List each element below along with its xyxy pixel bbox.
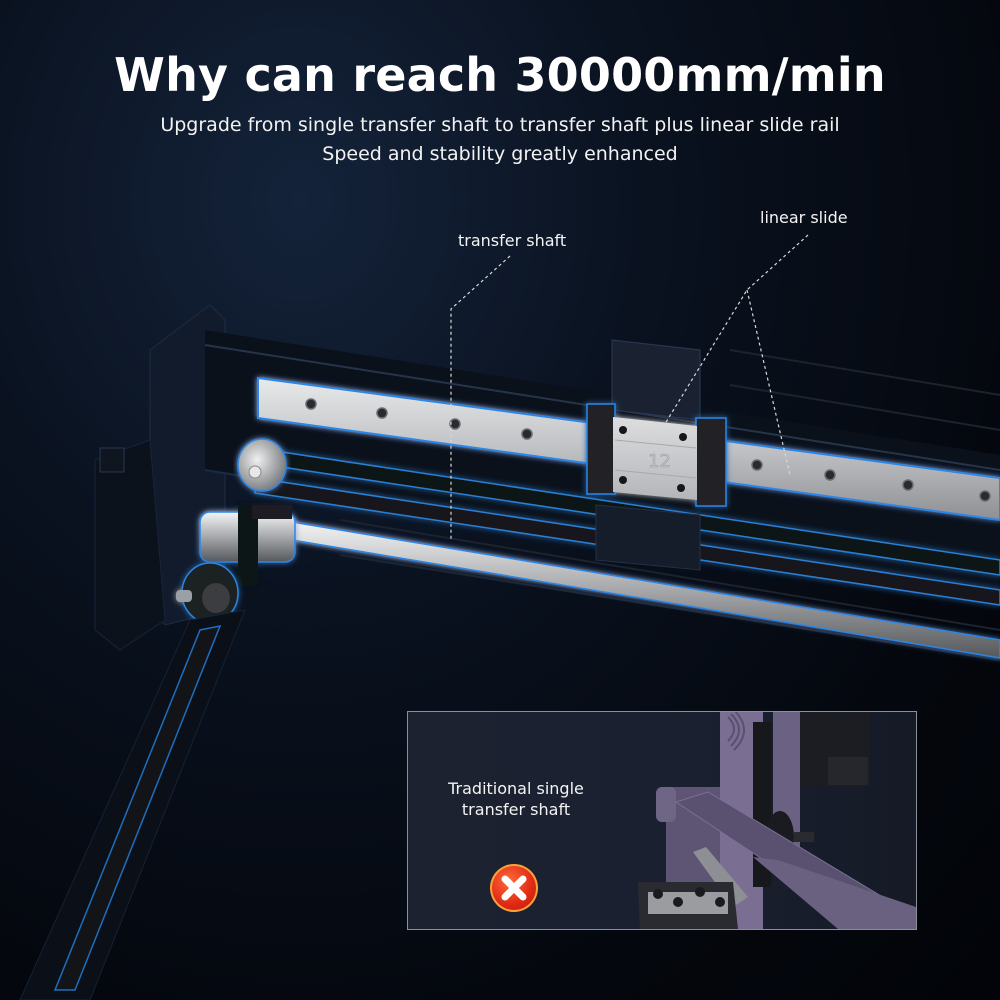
callout-linear-slide: linear slide	[760, 208, 848, 227]
subtitle-benefit: Speed and stability greatly enhanced	[322, 143, 678, 165]
drag-chain	[339, 349, 1000, 661]
linear-slide-carriage: 12	[586, 339, 727, 571]
traditional-label-line2: transfer shaft	[461, 800, 571, 819]
traditional-machine-illustration	[638, 712, 916, 929]
traditional-label: Traditional single transfer shaft	[428, 778, 604, 820]
shaft-coupler	[199, 505, 296, 585]
leader-linear-slide-b	[746, 289, 791, 476]
carriage-marking: 12	[648, 451, 671, 472]
callout-leader-lines	[450, 234, 809, 540]
page-title: Why can reach 30000mm/min	[114, 48, 886, 102]
subtitle-upgrade: Upgrade from single transfer shaft to tr…	[160, 114, 840, 136]
y-axis-rail	[19, 609, 246, 1000]
leader-transfer-shaft	[450, 255, 511, 540]
rail-screws	[305, 398, 991, 502]
idler-pulley	[237, 438, 287, 492]
traditional-label-line1: Traditional single	[448, 779, 584, 798]
comparison-inset-traditional: Traditional single transfer shaft	[407, 711, 917, 930]
drive-wheel	[176, 562, 239, 624]
callout-transfer-shaft: transfer shaft	[458, 231, 567, 250]
cross-mark-icon	[490, 864, 538, 912]
